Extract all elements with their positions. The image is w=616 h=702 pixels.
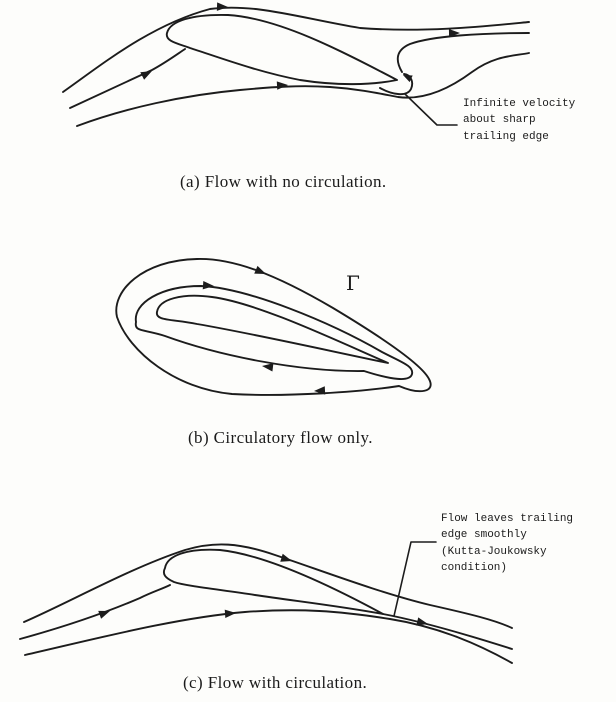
panel-a-annotation-line-1: Infinite velocity xyxy=(463,98,576,110)
panel-a-annotation-line-2: about sharp xyxy=(463,114,536,127)
panel-b-outer-circulation-loop xyxy=(115,258,432,396)
panel-c-diagram xyxy=(19,541,513,664)
panel-c-annotation-line-3: (Kutta-Joukowsky xyxy=(441,545,547,558)
panel-c-lower-streamline xyxy=(24,609,513,664)
panel-c-stagnation-streamline xyxy=(19,584,171,640)
panel-a-annotation-leader xyxy=(404,93,458,126)
panel-c-upper-streamline xyxy=(23,543,513,629)
panel-a-lower-streamline xyxy=(76,52,530,127)
panel-c-caption: (c) Flow with circulation. xyxy=(183,673,368,692)
panel-c-annotation-line-4: condition) xyxy=(441,561,508,574)
panel-c-flow-arrows xyxy=(98,553,428,626)
panel-b-flow-arrows xyxy=(202,265,326,395)
panel-a-annotation: Infinite velocity about sharp trailing e… xyxy=(463,96,575,145)
panel-b-caption: (b) Circulatory flow only. xyxy=(188,428,373,447)
panel-a-flow-arrows xyxy=(140,2,460,90)
panel-c-annotation-leader xyxy=(393,541,437,617)
panel-a-airfoil-outline xyxy=(165,14,398,86)
panel-a-departing-streamline xyxy=(396,32,530,73)
panel-b-diagram xyxy=(115,258,432,396)
panel-a-upper-streamline xyxy=(62,6,530,93)
panel-a-diagram xyxy=(62,2,530,127)
panel-c-airfoil-outline xyxy=(162,548,384,615)
panel-c-trailing-edge-wake xyxy=(382,613,513,650)
panel-c-annotation: Flow leaves trailing edge smoothly (Kutt… xyxy=(441,511,573,576)
panel-a-annotation-line-3: trailing edge xyxy=(463,130,549,143)
panel-c-annotation-line-1: Flow leaves trailing xyxy=(441,513,574,525)
circulation-gamma-label: Γ xyxy=(346,271,360,295)
panel-a-caption: (a) Flow with no circulation. xyxy=(180,172,387,191)
panel-b-airfoil-outline xyxy=(156,294,389,364)
panel-a-stagnation-streamline xyxy=(69,48,186,109)
panel-b-inner-circulation-loop xyxy=(134,285,414,380)
panel-c-annotation-line-2: edge smoothly xyxy=(441,529,527,542)
